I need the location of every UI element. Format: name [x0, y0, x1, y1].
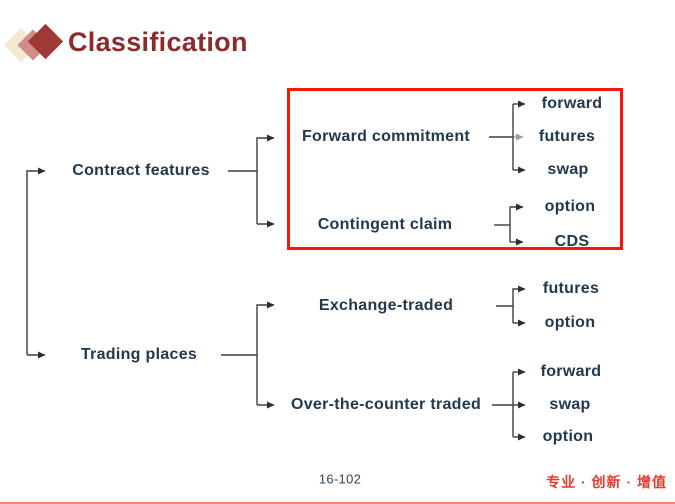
leaf-otc-option: option	[542, 428, 594, 445]
leaf-forward-commitment-forward: forward	[541, 95, 603, 112]
node-exchange-traded: Exchange-traded	[318, 297, 454, 314]
node-contingent-claim: Contingent claim	[317, 216, 453, 233]
footer-rule	[0, 502, 675, 504]
leaf-contingent-claim-cds: CDS	[554, 233, 590, 250]
node-trading-places: Trading places	[80, 346, 198, 363]
node-contract-features: Contract features	[72, 162, 210, 179]
node-forward-commitment: Forward commitment	[301, 128, 471, 145]
leaf-forward-commitment-futures: futures	[538, 128, 596, 145]
leaf-exchange-traded-futures: futures	[542, 280, 600, 297]
page-title: Classification	[68, 26, 248, 57]
leaf-contingent-claim-option: option	[544, 198, 596, 215]
leaf-otc-swap: swap	[549, 396, 591, 413]
slide-header: Classification	[4, 18, 248, 66]
footer-slogan: 专业 · 创新 · 增值	[546, 474, 667, 490]
page-number: 16-102	[318, 471, 362, 487]
leaf-forward-commitment-swap: swap	[547, 161, 589, 178]
node-over-the-counter-traded: Over-the-counter traded	[290, 396, 482, 413]
leaf-otc-forward: forward	[540, 363, 602, 380]
highlight-box	[287, 88, 623, 250]
leaf-exchange-traded-option: option	[544, 314, 596, 331]
